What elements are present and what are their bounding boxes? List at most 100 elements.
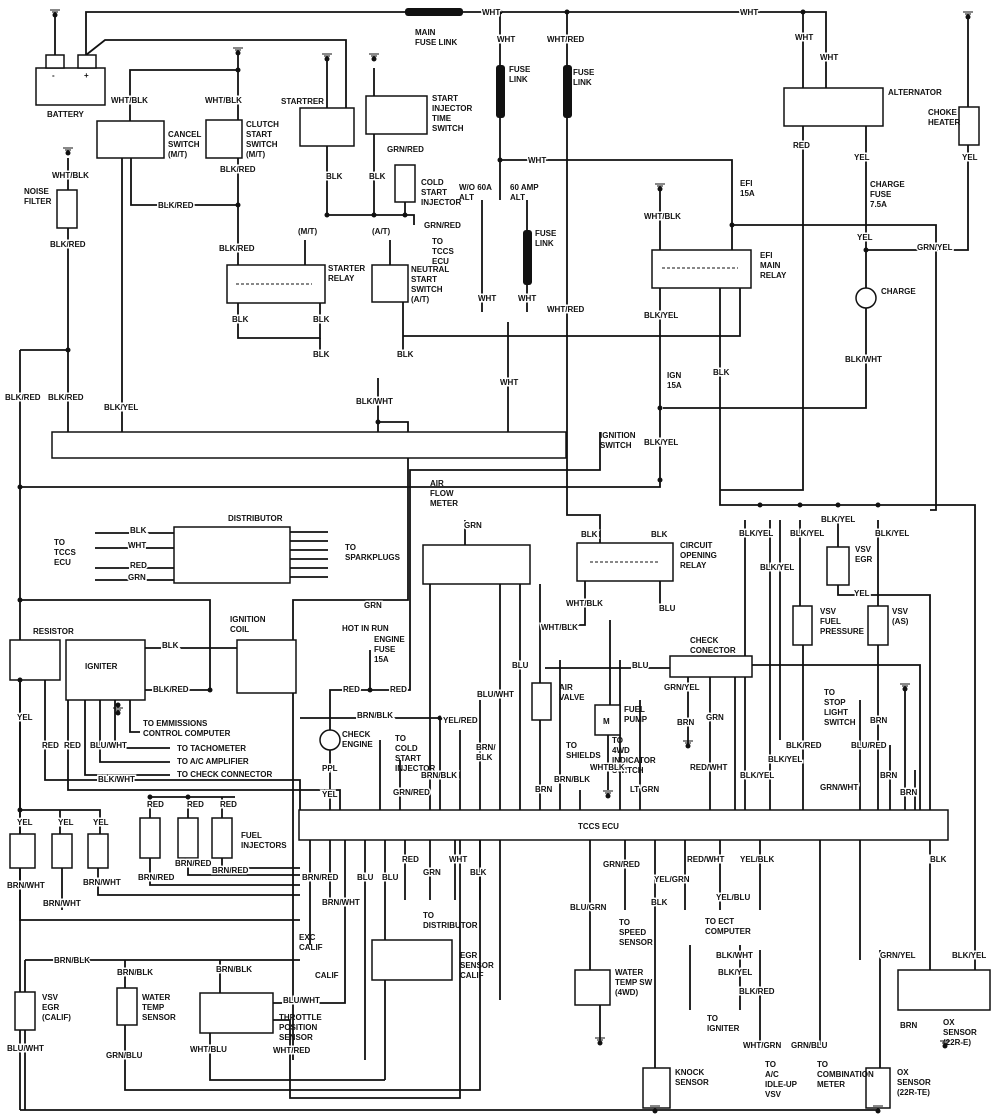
- wire-color-label: BLK/YEL: [790, 529, 824, 538]
- wire-color-label: BLK: [397, 350, 414, 359]
- wire-color-label: WHT/GRN: [743, 1041, 781, 1050]
- vsv-as: [867, 605, 889, 646]
- wire-color-label: YEL: [322, 790, 338, 799]
- fuse-link: [523, 230, 532, 285]
- junction-dot: [564, 9, 570, 15]
- wire: [732, 224, 937, 511]
- component-label: TO A/C AMPLIFIER: [177, 757, 249, 766]
- component-label: TO ECT: [705, 917, 734, 926]
- wire-color-label: WHT/BLK: [644, 212, 681, 221]
- component-label: INJECTOR: [421, 198, 462, 207]
- component-label: FUSE LINK: [415, 38, 457, 47]
- component-label: FUEL: [820, 617, 841, 626]
- wire-color-label: BLU: [512, 661, 529, 670]
- wire-color-label: BLK/RED: [786, 741, 822, 750]
- wire-color-label: WHT: [518, 294, 536, 303]
- component-label: FLOW: [430, 489, 454, 498]
- wire: [273, 940, 346, 1004]
- wire-color-label: BLU: [632, 661, 649, 670]
- wire-color-label: BLU: [382, 873, 399, 882]
- component-label: SENSOR: [142, 1013, 176, 1022]
- component-label: (4WD): [615, 988, 638, 997]
- component-label: CLUTCH: [246, 120, 279, 129]
- component-label: WATER: [142, 993, 171, 1002]
- wire: [67, 700, 341, 810]
- wire-color-label: WHT: [528, 156, 546, 165]
- battery-terminal-neg: [45, 54, 65, 69]
- wire-color-label: BLK/WHT: [716, 951, 753, 960]
- wire: [866, 145, 969, 251]
- wire: [19, 868, 300, 921]
- component-label: COLD: [421, 178, 444, 187]
- wire-color-label: RED: [220, 800, 237, 809]
- component-label: COMPUTER: [705, 927, 751, 936]
- wire-color-label: BLK/RED: [219, 244, 255, 253]
- air-valve: [531, 682, 552, 721]
- component-label: CHOKE: [928, 108, 958, 117]
- wire-color-label: YEL: [93, 818, 109, 827]
- component-label: START: [421, 188, 447, 197]
- component-label: FILTER: [24, 197, 52, 206]
- wire-color-label: BRN/: [476, 743, 496, 752]
- wire-color-label: BRN/BLK: [421, 771, 457, 780]
- component-label: EXC: [299, 933, 316, 942]
- fuse-link: [496, 65, 505, 118]
- component-label: TCCS: [432, 247, 454, 256]
- wire: [837, 585, 931, 810]
- wire-color-label: WHT: [497, 35, 515, 44]
- component-label: HOT IN RUN: [342, 624, 389, 633]
- wire: [84, 700, 170, 776]
- ground-icon: [603, 790, 613, 799]
- wire-color-label: BLK: [313, 350, 330, 359]
- ground-icon: [683, 740, 693, 749]
- wire-color-label: BLK: [326, 172, 343, 181]
- wire-color-label: RED: [793, 141, 810, 150]
- choke-heater: [958, 106, 980, 146]
- component-label: TO: [707, 1014, 718, 1023]
- component-label: FUSE: [870, 190, 892, 199]
- wire-color-label: BLK/RED: [50, 240, 86, 249]
- wire-color-label: BRN/RED: [175, 859, 212, 868]
- wire-color-label: WHT: [449, 855, 467, 864]
- wire-color-label: WHT: [478, 294, 496, 303]
- wire: [237, 303, 321, 339]
- component-label: (A/T): [411, 295, 430, 304]
- wire: [719, 288, 976, 970]
- component-label: START: [432, 94, 458, 103]
- wire-color-label: WHT: [500, 378, 518, 387]
- junction-dot: [729, 222, 735, 228]
- ground-icon: [963, 11, 973, 20]
- component-label: IGNITER: [707, 1024, 740, 1033]
- wire: [663, 345, 867, 409]
- wire-color-label: GRN: [464, 521, 482, 530]
- efi-main-relay: [651, 249, 752, 289]
- wire: [97, 868, 300, 896]
- wire-color-label: BLK: [651, 530, 668, 539]
- wire-color-label: WHT/RED: [547, 35, 585, 44]
- wire: [369, 432, 601, 691]
- component-label: START: [411, 275, 437, 284]
- wire-color-label: WHT/BLK: [52, 171, 89, 180]
- junction-dot: [497, 9, 503, 15]
- water-temp-sensor: [116, 987, 138, 1026]
- wire: [566, 118, 601, 543]
- component-label: (A/T): [372, 227, 391, 236]
- junction-dot: [402, 212, 408, 218]
- component-label: VSV: [892, 607, 909, 616]
- component-label: SWITCH: [168, 140, 200, 149]
- ground-icon: [50, 9, 60, 18]
- component-label: TO: [612, 736, 623, 745]
- wire-color-label: BLU: [357, 873, 374, 882]
- battery-terminal-pos: [77, 54, 97, 69]
- component-label: EGR: [855, 555, 873, 564]
- ignition-coil: [236, 639, 297, 694]
- wire-color-label: BLK/YEL: [760, 563, 794, 572]
- wires: [19, 11, 976, 1111]
- wire-color-label: BLK: [581, 530, 598, 539]
- wire-color-label: BLK/RED: [5, 393, 41, 402]
- component-label: ENGINE: [342, 740, 373, 749]
- component-label: TO: [423, 911, 434, 920]
- ground-icon: [655, 183, 665, 192]
- component-label: 60 AMP: [510, 183, 539, 192]
- component-label: TO: [432, 237, 443, 246]
